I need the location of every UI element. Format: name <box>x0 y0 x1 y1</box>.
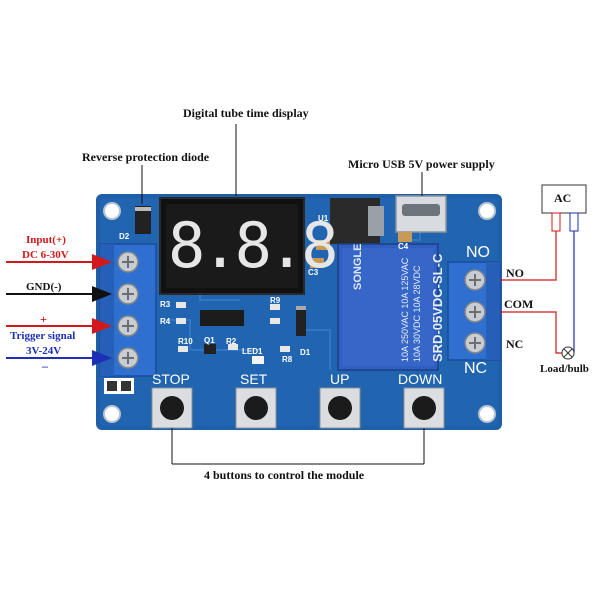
silk-stop: STOP <box>152 371 190 387</box>
label-r8: R8 <box>282 355 293 364</box>
nc-label: NC <box>506 337 524 351</box>
display-digits: 8.8.8 <box>168 209 339 282</box>
label-r4: R4 <box>160 317 171 326</box>
tactile-buttons <box>151 387 445 429</box>
buttons-bracket <box>171 428 425 465</box>
stop-button-body <box>151 387 193 429</box>
ac-label: AC <box>554 191 572 205</box>
trigger-minus-label: – <box>42 359 48 373</box>
terminal-screws <box>117 251 139 369</box>
diode-annotation: Reverse protection diode <box>82 150 210 164</box>
mount-hole <box>478 405 496 423</box>
label-d2: D2 <box>119 232 130 241</box>
gnd-label: GND(-) <box>26 281 62 293</box>
ac-live-wire <box>500 231 557 281</box>
mount-hole <box>103 202 121 220</box>
label-r2: R2 <box>226 337 237 346</box>
silk-down: DOWN <box>398 371 443 387</box>
optocoupler-ic <box>200 310 244 326</box>
usb-annotation: Micro USB 5V power supply <box>348 157 495 171</box>
up-button-body <box>319 387 361 429</box>
relay-model: SRD-05VDC-SL-C <box>430 253 445 362</box>
silk-no: NO <box>466 244 490 261</box>
relay-rating-2: 10A 30VDC 10A 28VDC <box>412 265 422 362</box>
relay-rating-1: 10A 250VAC 10A 125VAC <box>400 257 410 362</box>
relay-brand: SONGLE <box>352 243 364 290</box>
display-annotation: Digital tube time display <box>183 106 309 120</box>
input-label: Input(+) <box>26 234 66 246</box>
label-r10: R10 <box>178 337 193 346</box>
trigger-label: Trigger signal <box>10 330 76 342</box>
load-label: Load/bulb <box>540 363 589 375</box>
label-q1: Q1 <box>204 336 215 345</box>
mount-hole <box>478 202 496 220</box>
buttons-annotation: 4 buttons to control the module <box>204 468 365 482</box>
label-c4: C4 <box>398 242 409 251</box>
label-led1: LED1 <box>242 347 263 356</box>
label-u1: U1 <box>318 214 329 223</box>
dc-range-label: DC 6-30V <box>22 249 69 261</box>
label-d1: D1 <box>300 348 311 357</box>
bulb-icon <box>561 346 575 360</box>
set-button-body <box>235 387 277 429</box>
label-c3: C3 <box>308 268 319 277</box>
silk-nc: NC <box>464 360 488 377</box>
down-button-body <box>403 387 445 429</box>
silk-set: SET <box>240 371 268 387</box>
com-label: COM <box>504 297 534 311</box>
com-load-wire <box>500 311 562 354</box>
no-label: NO <box>506 266 524 280</box>
silk-up: UP <box>330 371 350 387</box>
label-r3: R3 <box>160 300 171 309</box>
trigger-plus-label: + <box>40 312 47 326</box>
label-r9: R9 <box>270 296 281 305</box>
mount-hole <box>103 405 121 423</box>
ac-box <box>541 184 587 214</box>
trigger-range-label: 3V-24V <box>26 345 62 357</box>
reverse-diode <box>135 206 151 234</box>
